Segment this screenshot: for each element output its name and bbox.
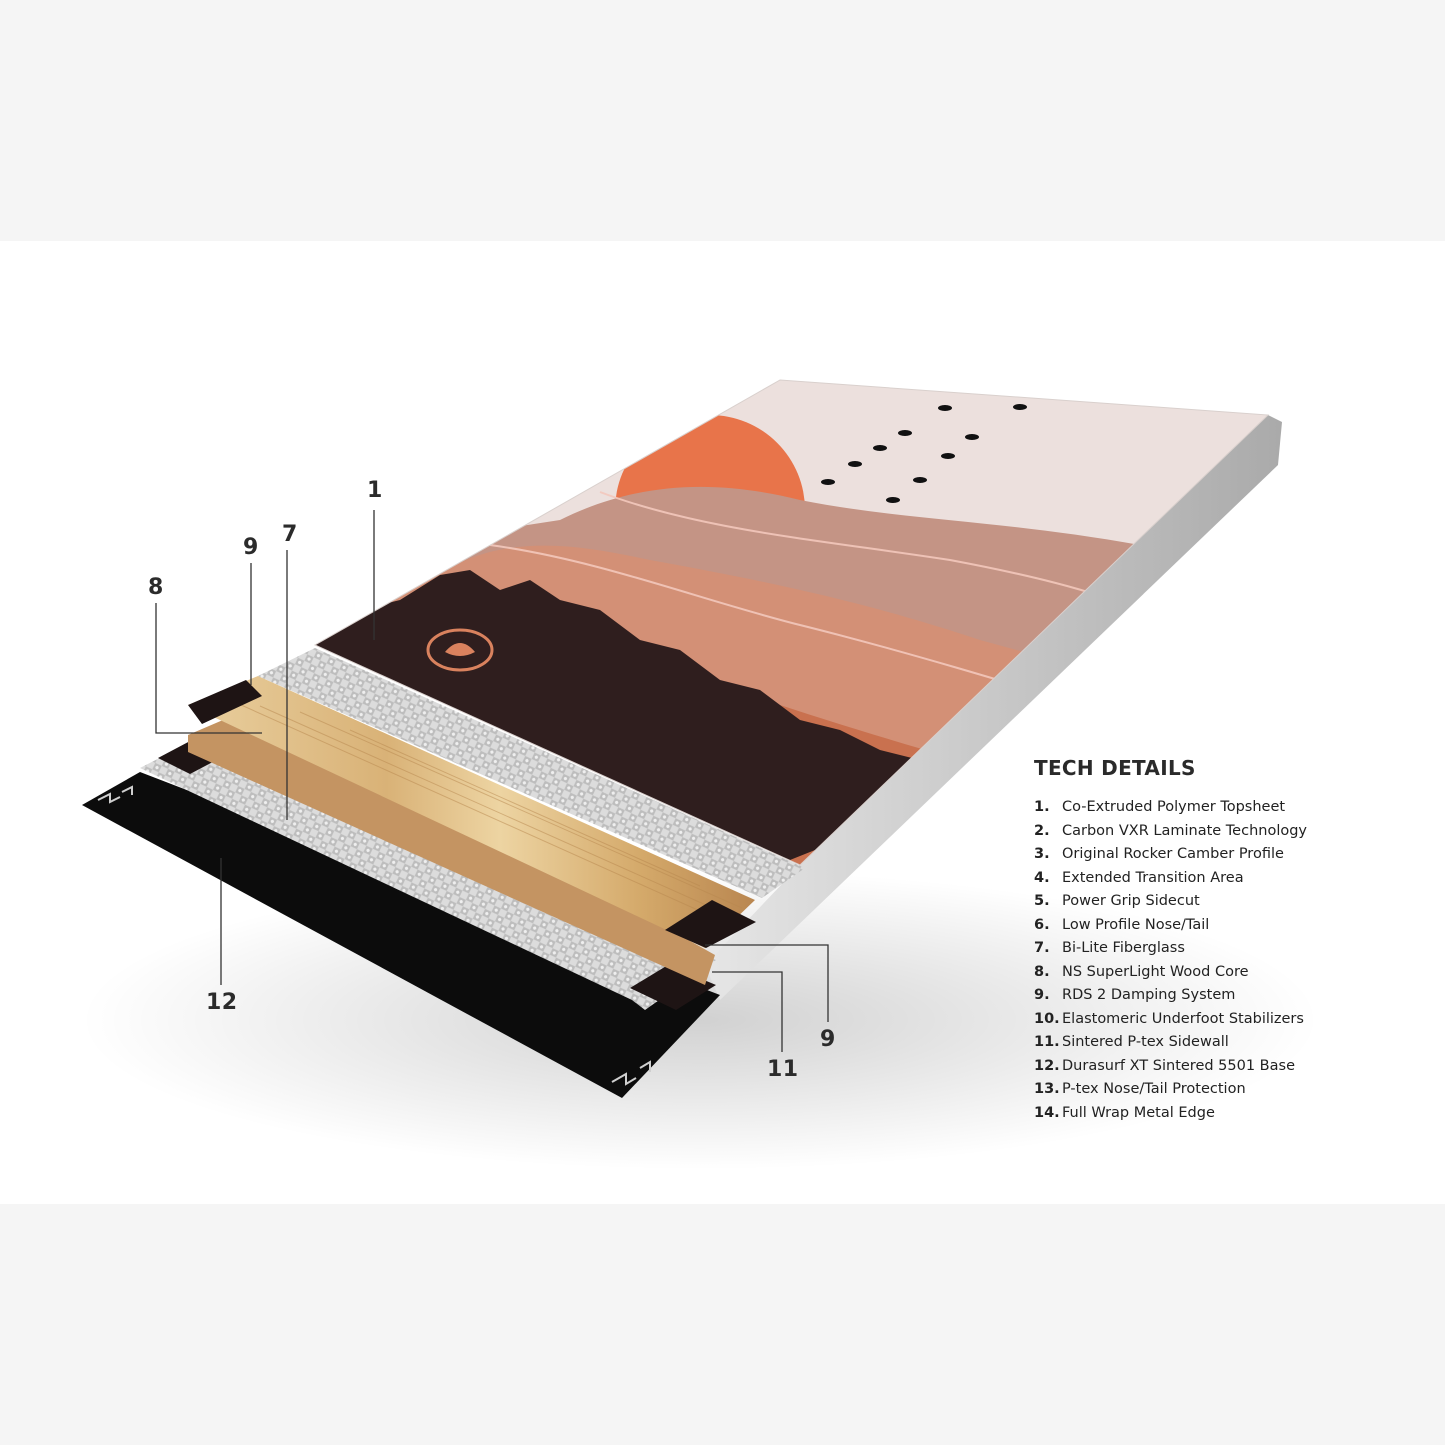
list-item: 14.Full Wrap Metal Edge	[1034, 1102, 1434, 1126]
item-label: Extended Transition Area	[1062, 870, 1244, 886]
callout-base: 12	[206, 990, 238, 1015]
item-label: Durasurf XT Sintered 5501 Base	[1062, 1058, 1295, 1074]
list-item: 12.Durasurf XT Sintered 5501 Base	[1034, 1055, 1434, 1079]
item-number: 7.	[1034, 937, 1062, 961]
callout-damping-bottom: 9	[820, 1027, 836, 1052]
list-item: 7.Bi-Lite Fiberglass	[1034, 937, 1434, 961]
tech-details-title: TECH DETAILS	[1034, 756, 1434, 780]
item-number: 13.	[1034, 1078, 1062, 1102]
callout-sidewall: 11	[767, 1057, 799, 1082]
list-item: 5.Power Grip Sidecut	[1034, 890, 1434, 914]
item-number: 8.	[1034, 961, 1062, 985]
item-label: Carbon VXR Laminate Technology	[1062, 823, 1307, 839]
item-label: Sintered P-tex Sidewall	[1062, 1034, 1229, 1050]
tech-details-list: 1.Co-Extruded Polymer Topsheet 2.Carbon …	[1034, 796, 1434, 1125]
item-label: Low Profile Nose/Tail	[1062, 917, 1209, 933]
callout-wood-core: 8	[148, 575, 164, 600]
list-item: 9.RDS 2 Damping System	[1034, 984, 1434, 1008]
item-label: Elastomeric Underfoot Stabilizers	[1062, 1011, 1304, 1027]
callout-topsheet: 1	[367, 478, 383, 503]
list-item: 1.Co-Extruded Polymer Topsheet	[1034, 796, 1434, 820]
list-item: 4.Extended Transition Area	[1034, 867, 1434, 891]
item-number: 12.	[1034, 1055, 1062, 1079]
item-number: 11.	[1034, 1031, 1062, 1055]
item-number: 2.	[1034, 820, 1062, 844]
list-item: 3.Original Rocker Camber Profile	[1034, 843, 1434, 867]
item-number: 4.	[1034, 867, 1062, 891]
list-item: 11.Sintered P-tex Sidewall	[1034, 1031, 1434, 1055]
list-item: 2.Carbon VXR Laminate Technology	[1034, 820, 1434, 844]
item-number: 10.	[1034, 1008, 1062, 1032]
list-item: 6.Low Profile Nose/Tail	[1034, 914, 1434, 938]
list-item: 13.P-tex Nose/Tail Protection	[1034, 1078, 1434, 1102]
item-label: Original Rocker Camber Profile	[1062, 846, 1284, 862]
callout-damping-top: 9	[243, 535, 259, 560]
item-label: NS SuperLight Wood Core	[1062, 964, 1249, 980]
item-number: 5.	[1034, 890, 1062, 914]
item-label: RDS 2 Damping System	[1062, 987, 1235, 1003]
item-label: Bi-Lite Fiberglass	[1062, 940, 1185, 956]
tech-details-panel: TECH DETAILS 1.Co-Extruded Polymer Topsh…	[1034, 756, 1434, 1125]
item-label: P-tex Nose/Tail Protection	[1062, 1081, 1246, 1097]
item-label: Full Wrap Metal Edge	[1062, 1105, 1215, 1121]
item-number: 1.	[1034, 796, 1062, 820]
item-number: 14.	[1034, 1102, 1062, 1126]
item-number: 9.	[1034, 984, 1062, 1008]
item-label: Co-Extruded Polymer Topsheet	[1062, 799, 1285, 815]
item-number: 6.	[1034, 914, 1062, 938]
item-label: Power Grip Sidecut	[1062, 893, 1200, 909]
list-item: 10.Elastomeric Underfoot Stabilizers	[1034, 1008, 1434, 1032]
list-item: 8.NS SuperLight Wood Core	[1034, 961, 1434, 985]
item-number: 3.	[1034, 843, 1062, 867]
callout-fiberglass: 7	[282, 522, 298, 547]
